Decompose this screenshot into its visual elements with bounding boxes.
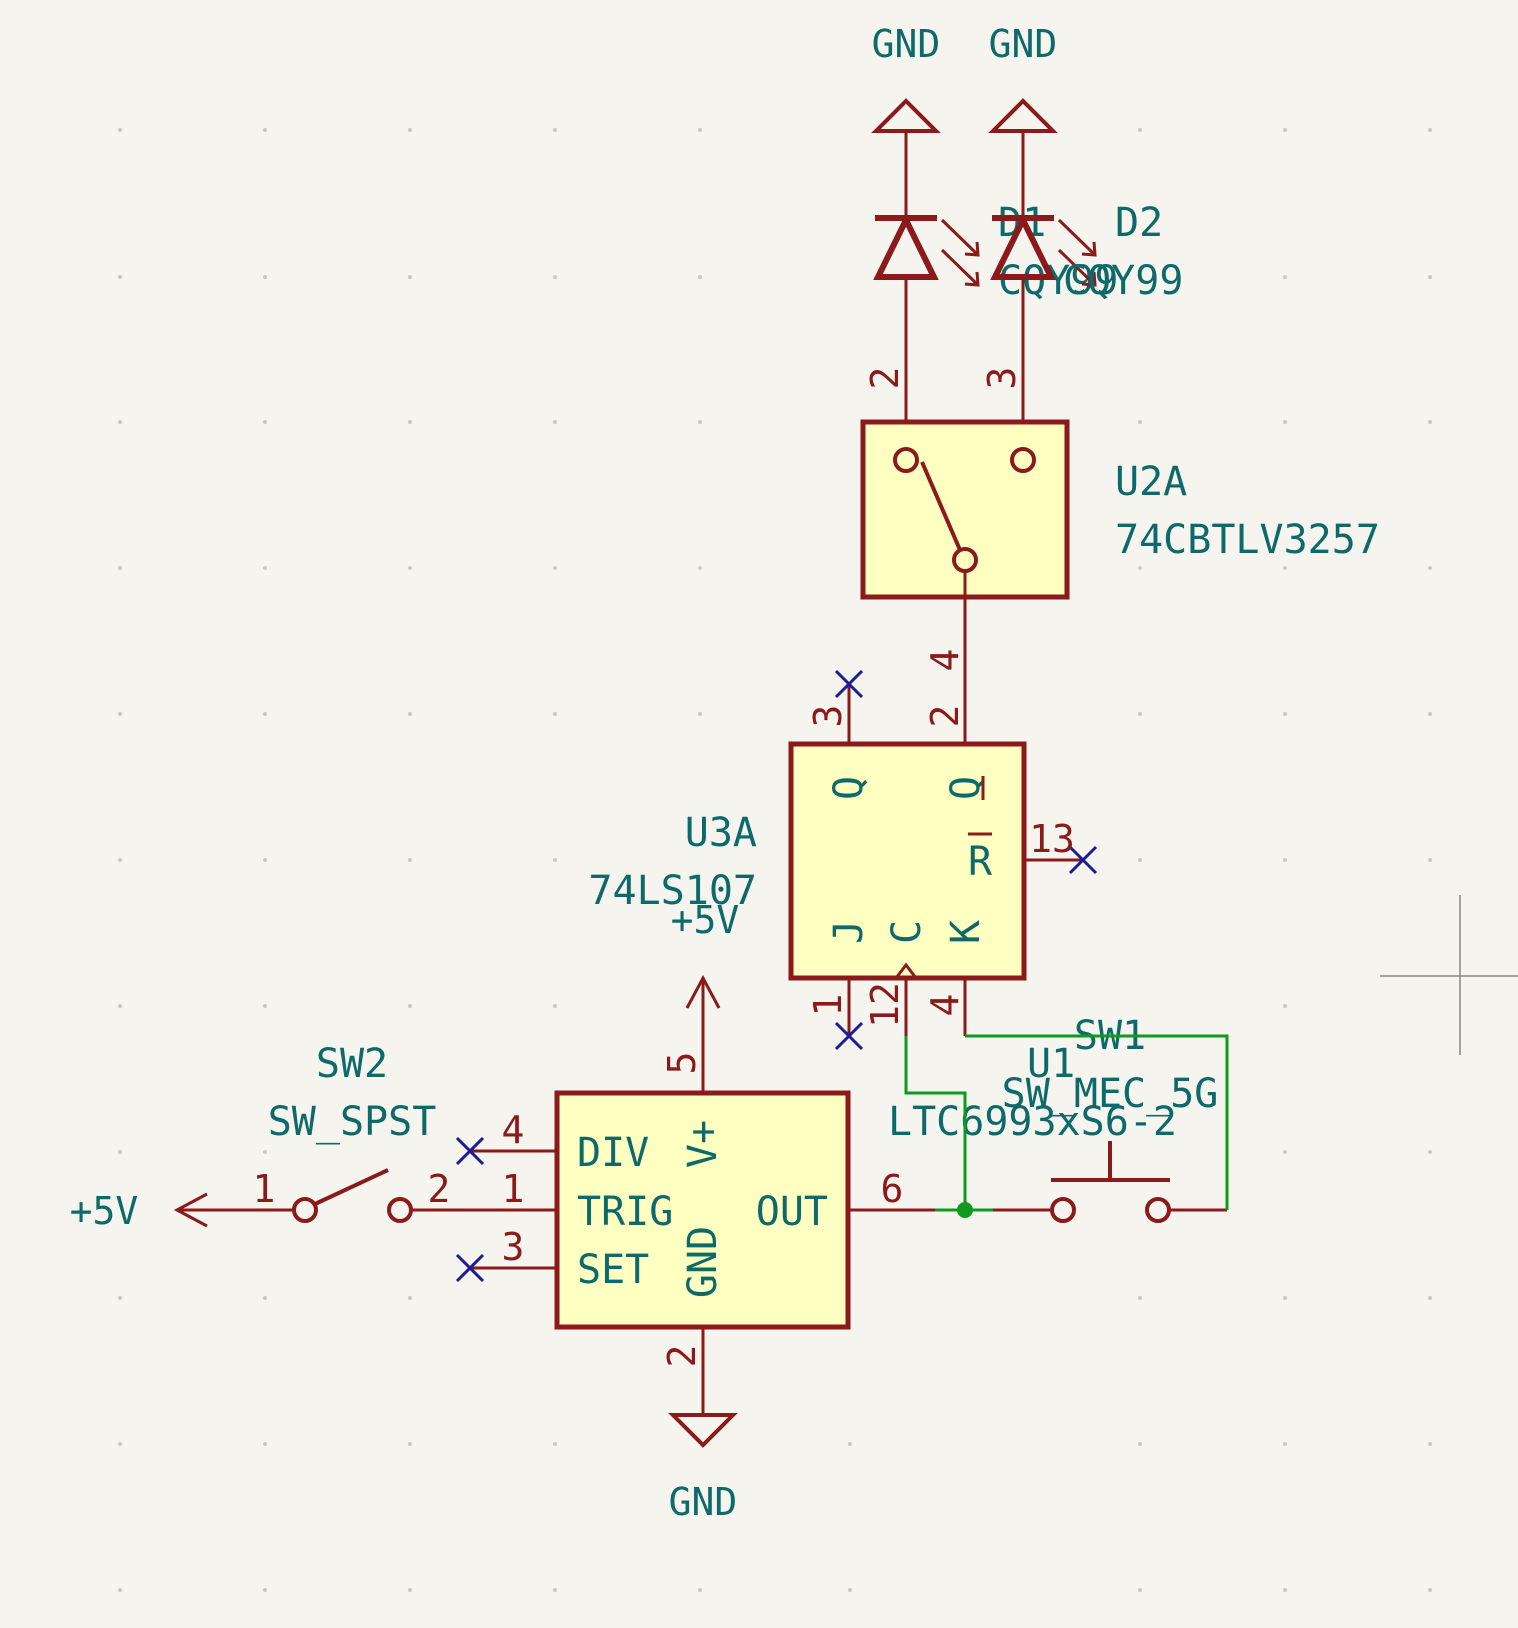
pin-number: 3	[806, 705, 850, 728]
pin-number: 5	[660, 1052, 704, 1075]
gnd-symbol-u1[interactable]: GND	[668, 1413, 738, 1524]
reference-designator: U2A	[1115, 459, 1187, 505]
gnd-symbol-d1[interactable]: GND	[871, 22, 941, 215]
pin-number: 2	[863, 367, 907, 390]
gnd-arrow-icon	[668, 1413, 738, 1448]
component-value: SW_SPST	[268, 1099, 437, 1145]
switch-contact-icon	[1145, 1197, 1171, 1223]
power-label: +5V	[671, 898, 740, 942]
component-value: CQY99	[1063, 258, 1183, 304]
no-connect-icon	[834, 1021, 864, 1051]
component-value: 74LS107	[588, 868, 757, 914]
no-connect-icon	[834, 669, 864, 699]
clock-edge-icon	[894, 962, 918, 979]
pin-number: 3	[502, 1225, 525, 1269]
timer-u1[interactable]: 5 V+ 4 DIV 1 TRIG 3 SET 6 OUT 2 GND U1 L…	[411, 1041, 1177, 1415]
wire-clock[interactable]	[904, 1036, 967, 1210]
led-icon	[873, 213, 939, 280]
pin-number: 4	[923, 649, 967, 672]
pin-label: SET	[577, 1247, 649, 1293]
pin-number: 4	[502, 1108, 525, 1152]
pin-label: V+	[680, 1120, 726, 1168]
reference-designator: U3A	[685, 810, 757, 856]
pin-number: 3	[980, 367, 1024, 390]
pin-label: J	[826, 920, 872, 944]
switch-lever-icon	[314, 1168, 389, 1206]
power-label: +5V	[70, 1189, 139, 1233]
gnd-arrow-icon	[988, 98, 1058, 133]
pin-label: Q	[826, 776, 872, 800]
pin-number: 4	[923, 994, 967, 1017]
gnd-label: GND	[989, 22, 1058, 66]
no-connect-icon	[455, 1253, 485, 1283]
pin-label: GND	[680, 1226, 726, 1298]
flip-flop-u3a[interactable]: 3 Q 2 Q 13 R 1 J 12 C 4 K U3A 74LS107	[588, 669, 1098, 1051]
power-5v-u1[interactable]: +5V	[671, 898, 740, 1093]
pin-label: K	[943, 920, 989, 944]
led-d1[interactable]: 2 D1 CQY99	[863, 200, 1118, 445]
reference-designator: U1	[1027, 1041, 1075, 1087]
component-value: CQY99	[998, 258, 1118, 304]
gnd-arrow-icon	[871, 98, 941, 133]
no-connect-icon	[1068, 845, 1098, 875]
gnd-label: GND	[872, 22, 941, 66]
led-d2[interactable]: 3 D2 CQY99	[980, 200, 1183, 445]
pin-label: R	[968, 839, 993, 885]
pin-label: DIV	[577, 1130, 649, 1176]
pin-label: Q	[943, 776, 989, 800]
pin-number: 13	[1029, 817, 1075, 861]
switch-sw2[interactable]: SW2 SW_SPST 1 2	[177, 1041, 451, 1223]
pin-number: 2	[923, 705, 967, 728]
pin-number: 1	[502, 1167, 525, 1211]
pin-label: OUT	[756, 1189, 828, 1235]
crosshair-cursor	[1380, 895, 1518, 1055]
reference-designator: D2	[1115, 200, 1163, 246]
switch-blade-icon	[920, 461, 962, 551]
junction-dot	[957, 1202, 973, 1218]
power-5v-sw2[interactable]: +5V	[70, 1189, 208, 1233]
switch-contact-icon	[893, 447, 919, 473]
pin-label: TRIG	[577, 1189, 673, 1235]
gnd-symbol-d2[interactable]: GND	[988, 22, 1058, 215]
component-value: 74CBTLV3257	[1115, 517, 1380, 563]
pin-label: C	[884, 920, 930, 944]
switch-contact-icon	[1050, 1197, 1076, 1223]
pin-number: 6	[881, 1167, 904, 1211]
background-grid	[118, 128, 1432, 1592]
pin-number: 2	[660, 1345, 704, 1368]
switch-contact-icon	[1010, 447, 1036, 473]
pin-number: 1	[806, 994, 850, 1017]
wires	[904, 1034, 1229, 1218]
light-emission-icon	[1057, 218, 1097, 287]
component-value: LTC6993xS6-2	[888, 1099, 1177, 1145]
pin-number: 2	[428, 1167, 451, 1211]
power-arrow-icon	[173, 1192, 208, 1228]
switch-contact-icon	[387, 1197, 413, 1223]
component-value: SW_MEC_5G	[1002, 1071, 1219, 1117]
pin-number: 1	[253, 1167, 276, 1211]
pin-number: 12	[863, 982, 907, 1028]
wire-k[interactable]	[965, 1034, 1229, 1210]
no-connect-icon	[455, 1136, 485, 1166]
light-emission-icon	[940, 218, 980, 287]
analog-switch-u2a[interactable]: 4 U2A 74CBTLV3257	[860, 419, 1380, 742]
reference-designator: SW2	[316, 1041, 388, 1087]
gnd-label: GND	[669, 1480, 738, 1524]
switch-contact-icon	[292, 1197, 318, 1223]
